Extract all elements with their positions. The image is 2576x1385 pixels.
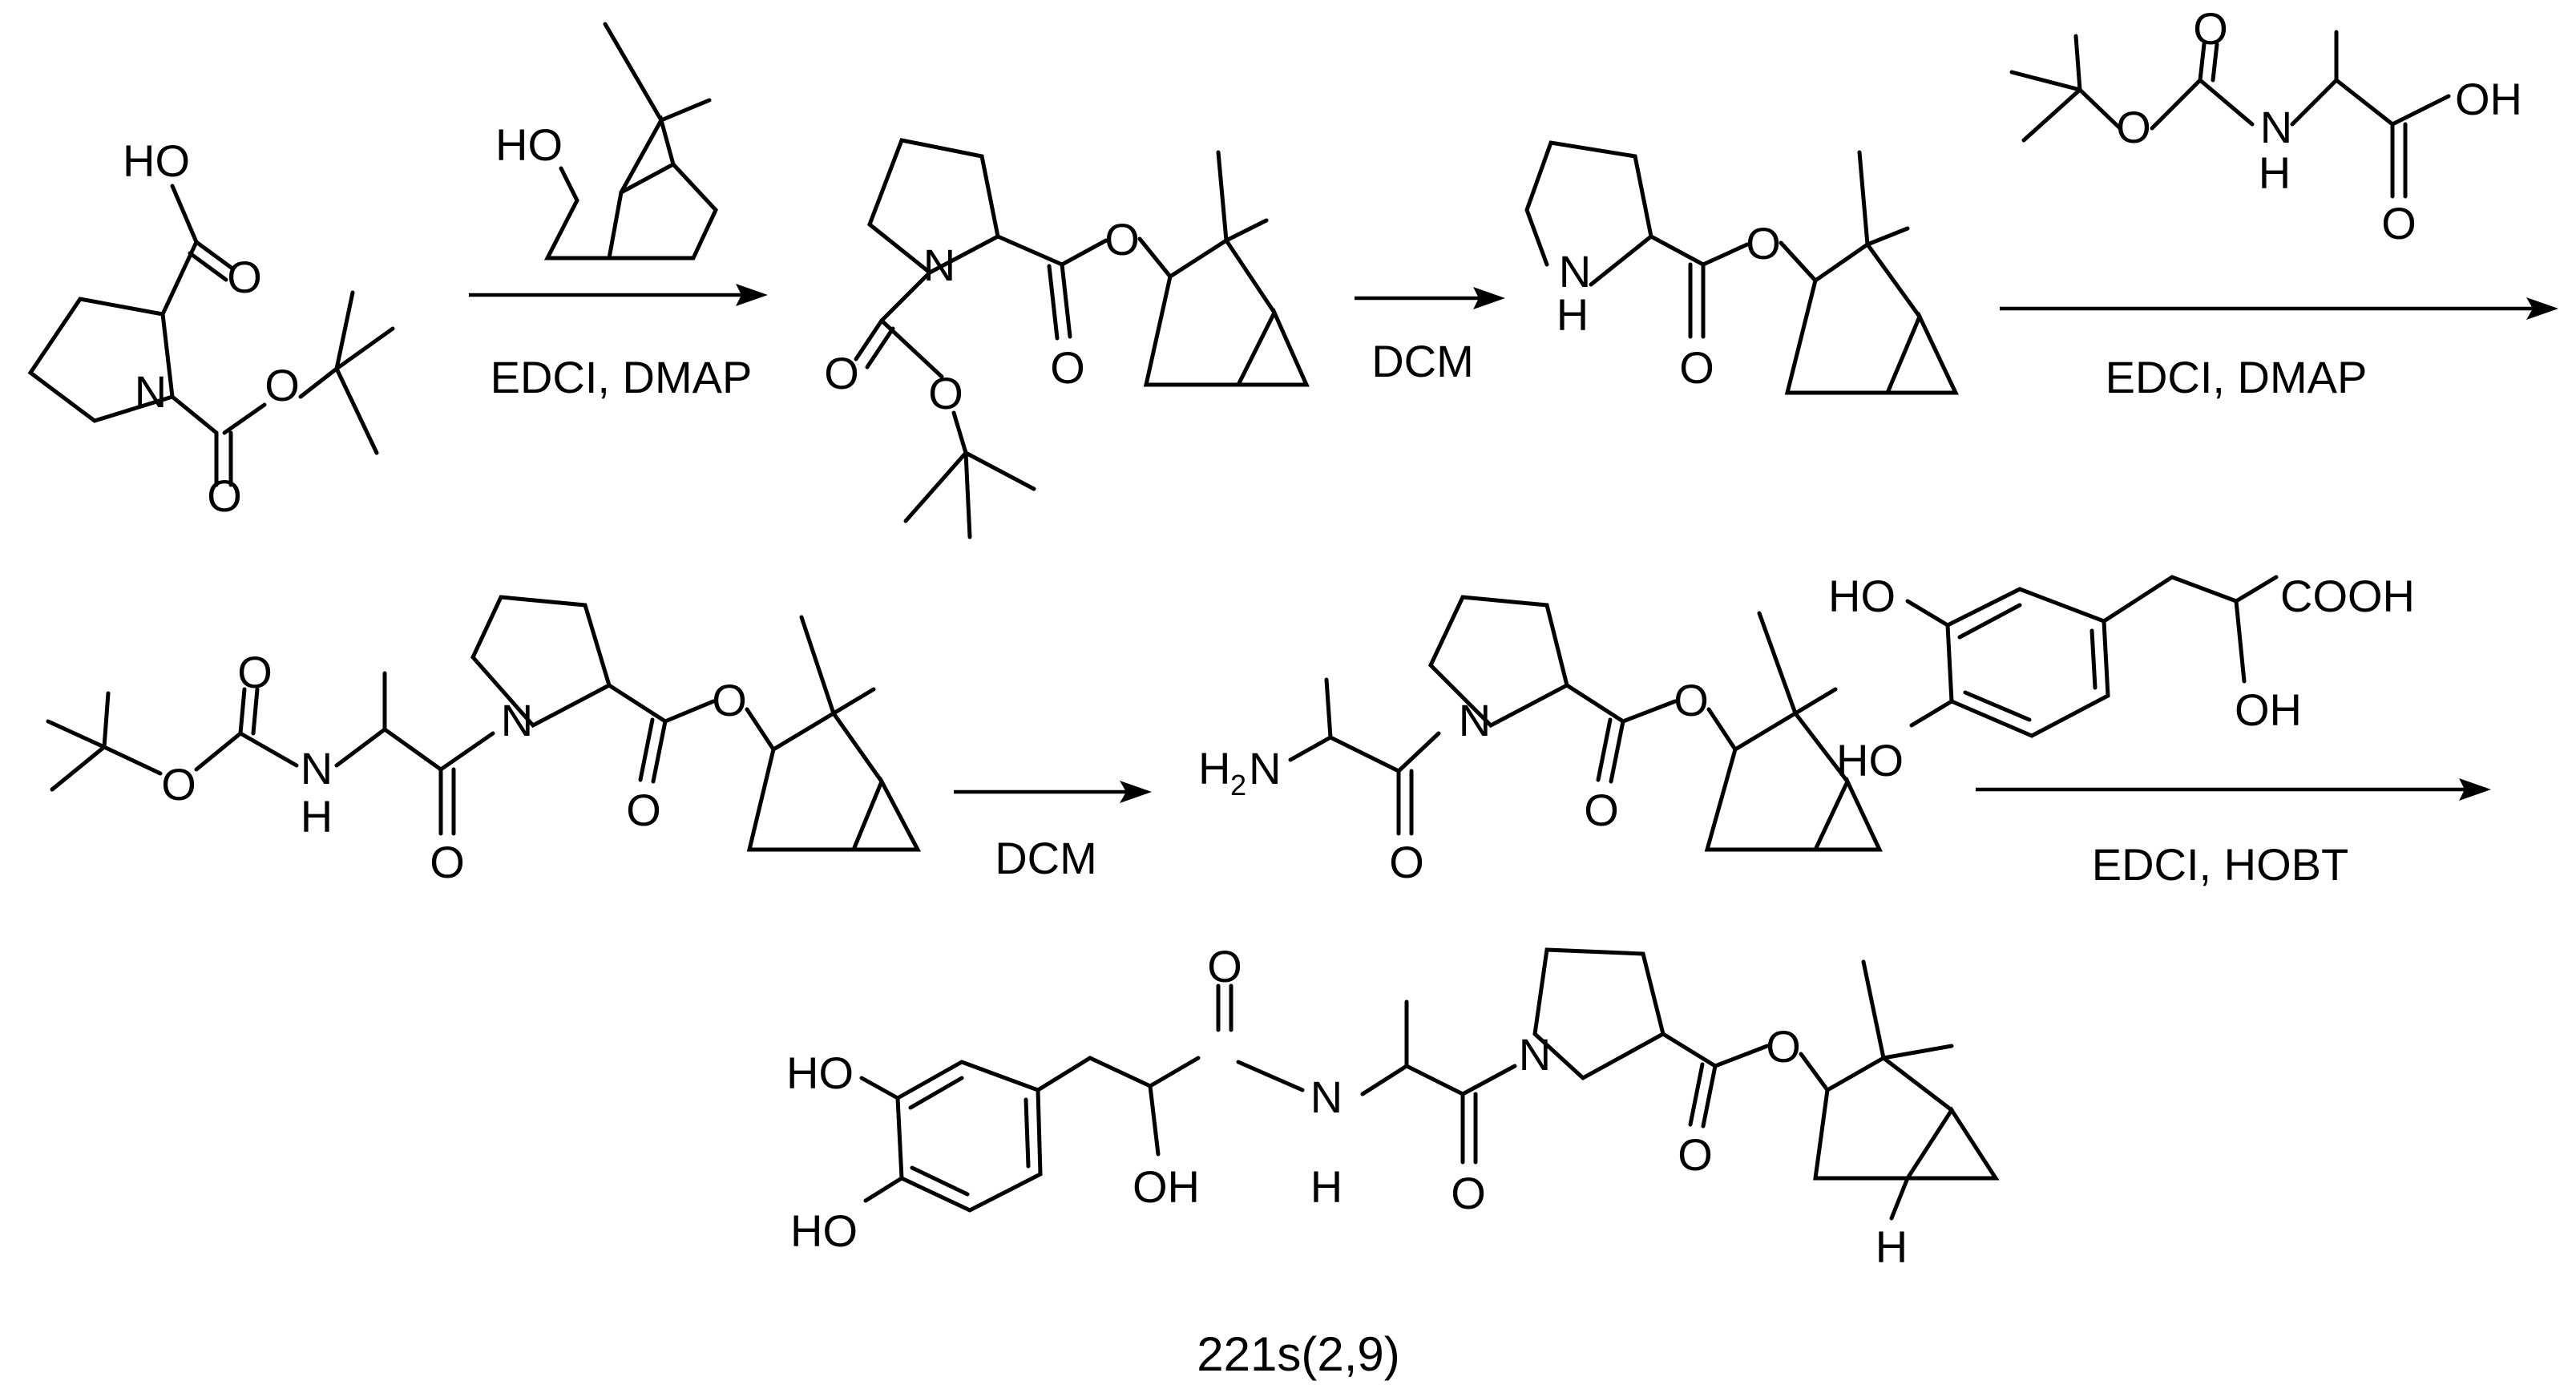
- atom-label: O: [1207, 941, 1242, 991]
- reaction-arrow-4: [954, 781, 1152, 803]
- atom-label: H: [301, 791, 333, 842]
- atom-label: O: [161, 759, 196, 810]
- boc-alanine-structure: O O N H OH O: [2009, 3, 2522, 248]
- product-label: 221s(2,9): [1197, 1327, 1399, 1381]
- atom-label: OH: [1133, 1161, 1200, 1212]
- atom-label: HO: [1828, 571, 1896, 621]
- atom-label: H: [1875, 1221, 1908, 1272]
- reagent-label-2: DCM: [1371, 336, 1474, 386]
- boc-proline-structure: HO O N O O: [27, 135, 395, 521]
- atom-label: H: [1198, 743, 1230, 793]
- reagent-label-1: EDCI, DMAP: [491, 352, 753, 402]
- atom-label: N: [301, 743, 333, 793]
- atom-label: O: [1674, 675, 1709, 725]
- atom-label: O: [1104, 214, 1140, 264]
- reagent-label-3: EDCI, DMAP: [2106, 352, 2368, 402]
- atom-label: O: [207, 470, 242, 521]
- atom-label: N: [923, 240, 955, 290]
- atom-label: O: [227, 252, 262, 302]
- reagent-label-5: EDCI, HOBT: [2092, 839, 2348, 890]
- atom-label: O: [2193, 3, 2228, 54]
- atom-label: O: [1451, 1168, 1486, 1218]
- reaction-arrow-2: [1355, 287, 1505, 309]
- atom-label: HO: [1836, 735, 1904, 785]
- atom-label: O: [2381, 198, 2417, 248]
- atom-label: N: [1310, 1072, 1343, 1122]
- atom-label: N: [135, 366, 167, 417]
- danshensu-structure: HO HO COOH OH: [1828, 571, 2415, 785]
- reaction-arrow-1: [469, 284, 768, 306]
- atom-label: O: [1678, 1129, 1713, 1180]
- atom-label: N: [1459, 695, 1491, 745]
- atom-label: O: [824, 348, 859, 398]
- atom-label: O: [1050, 342, 1085, 393]
- atom-label: HO: [495, 119, 563, 170]
- reagent-label-4: DCM: [995, 833, 1097, 883]
- reaction-arrow-3: [2000, 297, 2558, 320]
- atom-label: O: [1584, 785, 1619, 835]
- atom-label: N: [501, 695, 533, 745]
- atom-label: O: [1389, 837, 1424, 887]
- atom-label: H: [1557, 289, 1589, 340]
- atom-label: HO: [786, 1048, 854, 1098]
- atom-label: HO: [123, 135, 190, 186]
- atom-label: O: [928, 368, 963, 418]
- atom-label: O: [2116, 102, 2151, 152]
- atom-label: 2: [1230, 769, 1246, 802]
- boc-proline-bornyl-ester-structure: N O O O O: [824, 138, 1310, 539]
- atom-label: N: [1559, 246, 1591, 297]
- product-221s-structure: HO HO OH O N H O N O O H: [786, 941, 2000, 1272]
- borneol-structure: HO: [495, 22, 718, 260]
- atom-label: N: [2260, 102, 2292, 152]
- atom-label: O: [1766, 1021, 1801, 1072]
- atom-label: O: [237, 647, 273, 697]
- atom-label: O: [1746, 218, 1781, 269]
- atom-label: H: [1310, 1161, 1343, 1212]
- atom-label: O: [626, 785, 661, 835]
- atom-label: O: [712, 675, 747, 725]
- atom-label: COOH: [2280, 571, 2415, 621]
- atom-label: OH: [2235, 684, 2302, 735]
- reaction-arrow-5: [1976, 778, 2491, 801]
- ala-pro-bornyl-ester-structure: H 2 N O N O O: [1198, 595, 1883, 887]
- atom-label: N: [1249, 743, 1281, 793]
- atom-label: O: [264, 360, 300, 410]
- atom-label: HO: [790, 1205, 858, 1256]
- atom-label: H: [2259, 147, 2291, 198]
- boc-ala-pro-bornyl-ester-structure: O O N H O N O O: [46, 595, 922, 887]
- atom-label: N: [1519, 1029, 1551, 1080]
- atom-label: O: [1679, 342, 1714, 393]
- proline-bornyl-ester-structure: N H O O: [1524, 140, 1959, 395]
- atom-label: O: [430, 837, 465, 887]
- atom-label: OH: [2455, 74, 2522, 124]
